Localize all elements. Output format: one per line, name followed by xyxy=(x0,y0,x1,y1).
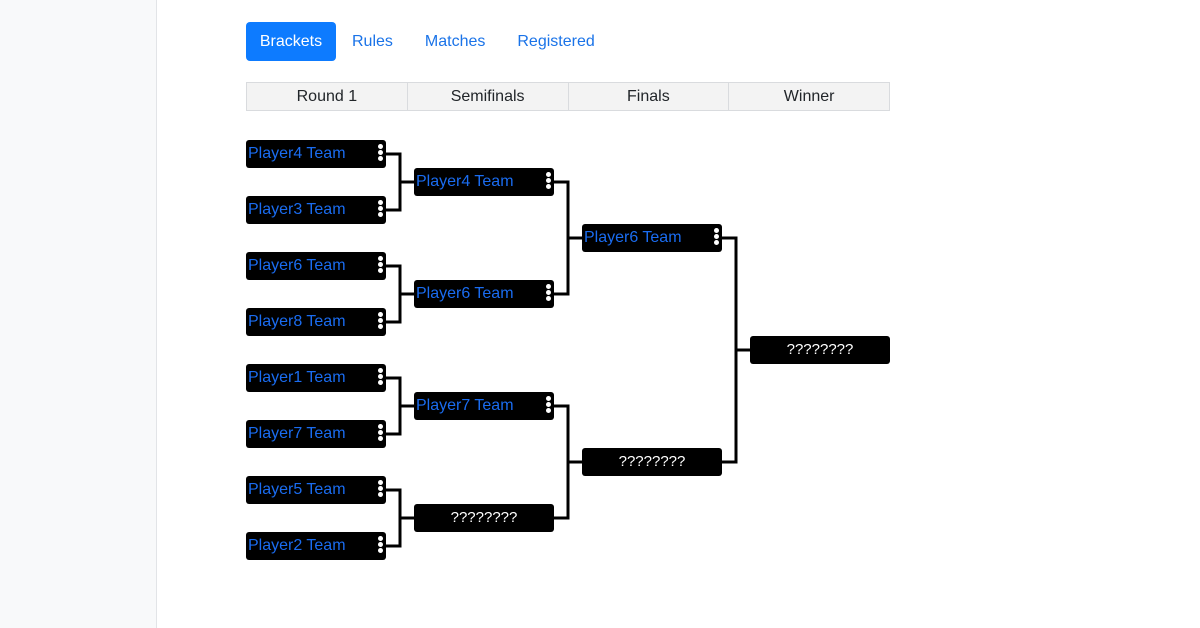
match-slot-r1-2[interactable]: Player3 Team xyxy=(246,196,386,224)
more-options-icon[interactable] xyxy=(378,536,384,556)
team-name[interactable]: Player4 Team xyxy=(416,173,514,190)
match-slot-winner: ???????? xyxy=(750,336,890,364)
team-name[interactable]: Player3 Team xyxy=(248,201,346,218)
more-options-icon[interactable] xyxy=(378,312,384,332)
team-name-tbd: ???????? xyxy=(618,453,686,470)
match-slot-r1-4[interactable]: Player8 Team xyxy=(246,308,386,336)
match-slot-final-2: ???????? xyxy=(582,448,722,476)
team-name[interactable]: Player8 Team xyxy=(248,313,346,330)
team-name[interactable]: Player6 Team xyxy=(416,285,514,302)
team-name-tbd: ???????? xyxy=(450,509,518,526)
more-options-icon[interactable] xyxy=(378,368,384,388)
more-options-icon[interactable] xyxy=(378,424,384,444)
tab-rules[interactable]: Rules xyxy=(352,33,393,50)
match-slot-final-1[interactable]: Player6 Team xyxy=(582,224,722,252)
team-name[interactable]: Player7 Team xyxy=(248,425,346,442)
match-slot-r1-6[interactable]: Player7 Team xyxy=(246,420,386,448)
team-name[interactable]: Player1 Team xyxy=(248,369,346,386)
more-options-icon[interactable] xyxy=(378,256,384,276)
more-options-icon[interactable] xyxy=(546,172,552,192)
tab-matches[interactable]: Matches xyxy=(424,33,486,50)
tab-brackets[interactable]: Brackets xyxy=(246,22,336,61)
round-header: Round 1 Semifinals Finals Winner xyxy=(246,82,890,111)
team-name[interactable]: Player6 Team xyxy=(584,229,682,246)
team-name-tbd: ???????? xyxy=(786,341,854,358)
match-slot-r1-1[interactable]: Player4 Team xyxy=(246,140,386,168)
more-options-icon[interactable] xyxy=(546,284,552,304)
tab-bar: Brackets Rules Matches Registered xyxy=(246,22,611,61)
round-header-round1: Round 1 xyxy=(247,83,408,110)
round-header-winner: Winner xyxy=(783,88,835,105)
more-options-icon[interactable] xyxy=(378,144,384,164)
more-options-icon[interactable] xyxy=(378,480,384,500)
match-slot-r1-3[interactable]: Player6 Team xyxy=(246,252,386,280)
match-slot-r1-7[interactable]: Player5 Team xyxy=(246,476,386,504)
sidebar xyxy=(0,0,157,628)
team-name[interactable]: Player5 Team xyxy=(248,481,346,498)
match-slot-sf-3[interactable]: Player7 Team xyxy=(414,392,554,420)
team-name[interactable]: Player6 Team xyxy=(248,257,346,274)
more-options-icon[interactable] xyxy=(714,228,720,248)
round-header-finals: Finals xyxy=(569,83,730,110)
team-name[interactable]: Player4 Team xyxy=(248,145,346,162)
match-slot-sf-1[interactable]: Player4 Team xyxy=(414,168,554,196)
match-slot-sf-4: ???????? xyxy=(414,504,554,532)
more-options-icon[interactable] xyxy=(546,396,552,416)
tab-registered[interactable]: Registered xyxy=(517,33,595,50)
match-slot-r1-5[interactable]: Player1 Team xyxy=(246,364,386,392)
more-options-icon[interactable] xyxy=(378,200,384,220)
match-slot-sf-2[interactable]: Player6 Team xyxy=(414,280,554,308)
round-header-semifinals: Semifinals xyxy=(408,83,569,110)
team-name[interactable]: Player2 Team xyxy=(248,537,346,554)
match-slot-r1-8[interactable]: Player2 Team xyxy=(246,532,386,560)
team-name[interactable]: Player7 Team xyxy=(416,397,514,414)
